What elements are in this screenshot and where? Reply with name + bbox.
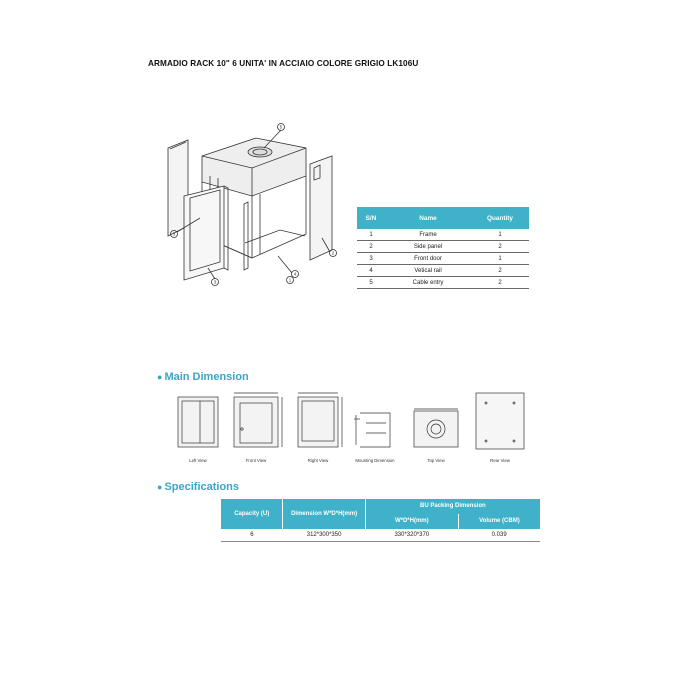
exploded-cabinet-illustration: 5 3 2 4 1 3 (167, 123, 337, 286)
table-row: 5 Cable entry 2 (357, 276, 529, 289)
quantity-cell: 1 (471, 229, 529, 241)
specifications-table: Capacity (U) Dimension W*D*H(mm) BU Pack… (221, 499, 540, 542)
packing-dim-header: W*D*H(mm) (365, 514, 459, 529)
name-cell: Vetical rail (385, 264, 471, 277)
dimension-header: Dimension W*D*H(mm) (282, 499, 366, 529)
quantity-cell: 2 (471, 264, 529, 277)
sn-cell: 5 (357, 276, 385, 289)
volume-cell: 0.039 (458, 529, 540, 542)
capacity-header: Capacity (U) (221, 499, 284, 529)
callout-label: 1 (289, 278, 292, 283)
name-cell: Side panel (385, 240, 471, 253)
packing-header: BU Packing Dimension (365, 499, 540, 514)
view-label-left: Left View (189, 458, 207, 463)
table-row: 3 Front door 1 (357, 252, 529, 265)
packing-dim-cell: 330*320*370 (365, 529, 459, 542)
sn-header: S/N (357, 207, 385, 229)
callout-label: 4 (294, 272, 297, 277)
table-row: 2 Side panel 2 (357, 240, 529, 253)
view-label-top: Top View (427, 458, 445, 463)
capacity-cell: 6 (221, 529, 283, 542)
name-cell: Frame (385, 229, 471, 241)
parts-table: S/N Name Quantity 1 Frame 1 2 Side panel… (357, 207, 529, 289)
view-label-front: Front View (245, 458, 267, 463)
document-title: ARMADIO RACK 10" 6 UNITA' IN ACCIAIO COL… (148, 59, 419, 68)
sn-cell: 4 (357, 264, 385, 277)
callout-label: 2 (332, 251, 335, 256)
specifications-heading-text: Specifications (164, 481, 240, 493)
volume-header: Volume (CBM) (458, 514, 540, 529)
main-dimension-heading: ●Main Dimension (157, 371, 249, 383)
quantity-cell: 2 (471, 276, 529, 289)
callout-label: 3 (214, 280, 217, 285)
view-label-rear: Rear View (490, 458, 510, 463)
name-cell: Front door (385, 252, 471, 265)
quantity-header: Quantity (471, 207, 529, 229)
table-row: 4 Vetical rail 2 (357, 264, 529, 277)
sn-cell: 1 (357, 229, 385, 241)
view-label-mounting: Mounting Dimension (355, 458, 395, 463)
bullet-icon: ● (157, 372, 163, 382)
specifications-heading: ●Specifications (157, 481, 239, 493)
sn-cell: 3 (357, 252, 385, 265)
dimension-cell: 312*300*350 (282, 529, 366, 542)
dimension-drawings (177, 392, 525, 450)
quantity-cell: 1 (471, 252, 529, 265)
callout-label: 5 (280, 125, 283, 130)
bullet-icon: ● (157, 482, 163, 492)
callout-label: 3 (173, 232, 176, 237)
quantity-cell: 2 (471, 240, 529, 253)
name-header: Name (385, 207, 471, 229)
sn-cell: 2 (357, 240, 385, 253)
parts-table-header: S/N Name Quantity (357, 207, 529, 229)
table-row: 6 312*300*350 330*320*370 0.039 (221, 529, 540, 542)
main-dimension-heading-text: Main Dimension (164, 371, 249, 383)
name-cell: Cable entry (385, 276, 471, 289)
view-label-right: Right View (307, 458, 329, 463)
table-row: 1 Frame 1 (357, 229, 529, 241)
